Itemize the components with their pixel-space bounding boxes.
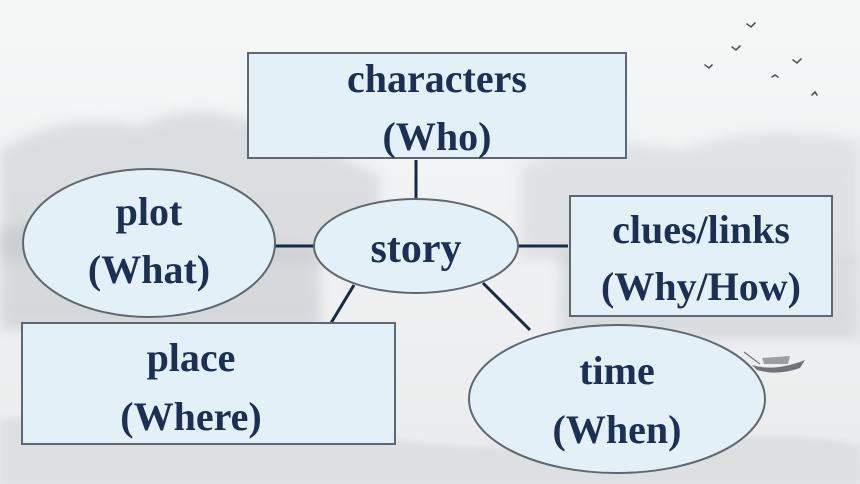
node-story-label: story	[371, 226, 462, 272]
connector-time	[481, 281, 532, 332]
connector-place	[329, 284, 356, 324]
boat-decoration	[743, 351, 805, 373]
connectors	[275, 160, 568, 332]
node-characters-line1: characters	[347, 56, 527, 101]
node-characters: characters (Who)	[247, 52, 627, 159]
node-plot-line1: plot	[116, 189, 183, 234]
node-time-line2: (When)	[553, 407, 682, 452]
node-characters-line2: (Who)	[383, 114, 492, 159]
node-place-line1: place	[147, 335, 236, 380]
node-time: time (When)	[468, 324, 766, 474]
node-clues-line2: (Why/How)	[601, 264, 801, 309]
node-place-line2: (Where)	[120, 394, 261, 439]
birds-decoration	[704, 22, 818, 96]
node-plot-line2: (What)	[88, 247, 210, 292]
node-time-line1: time	[579, 348, 655, 393]
node-clues: clues/links (Why/How)	[569, 195, 833, 317]
node-clues-line1: clues/links	[612, 207, 790, 252]
node-plot: plot (What)	[22, 168, 276, 318]
node-place: place (Where)	[21, 322, 396, 445]
node-story: story	[313, 198, 519, 294]
